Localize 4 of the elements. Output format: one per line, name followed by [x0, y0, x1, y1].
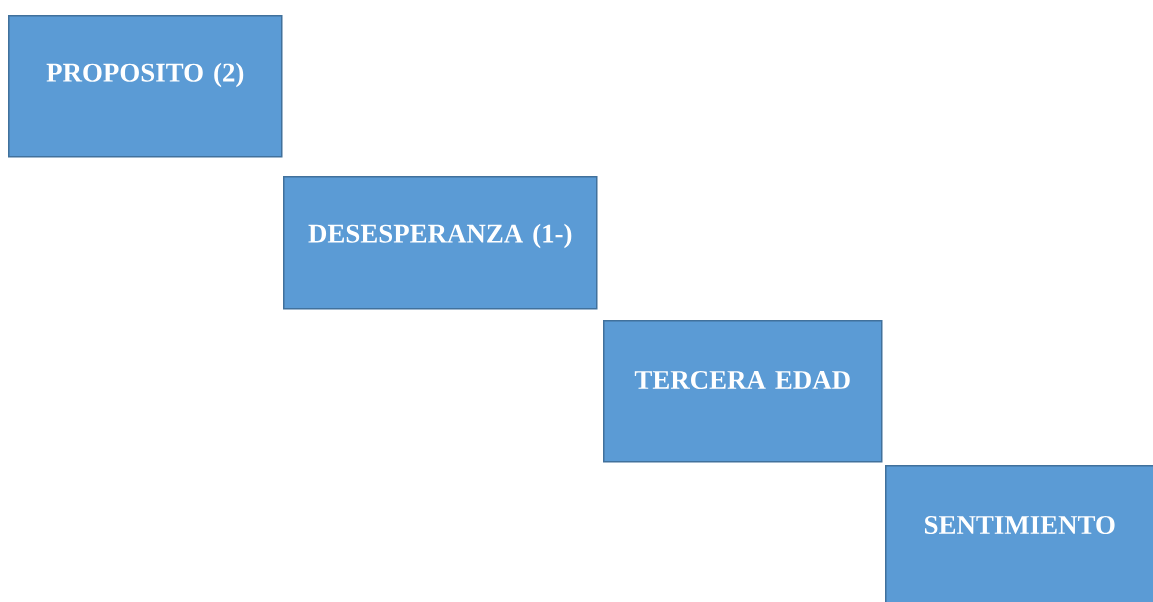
process-box: DESESPERANZA (1-) [283, 176, 598, 310]
process-box: SENTIMIENTO [885, 465, 1153, 602]
process-box: TERCERA EDAD [603, 320, 883, 463]
process-box: PROPOSITO (2) [8, 15, 283, 158]
